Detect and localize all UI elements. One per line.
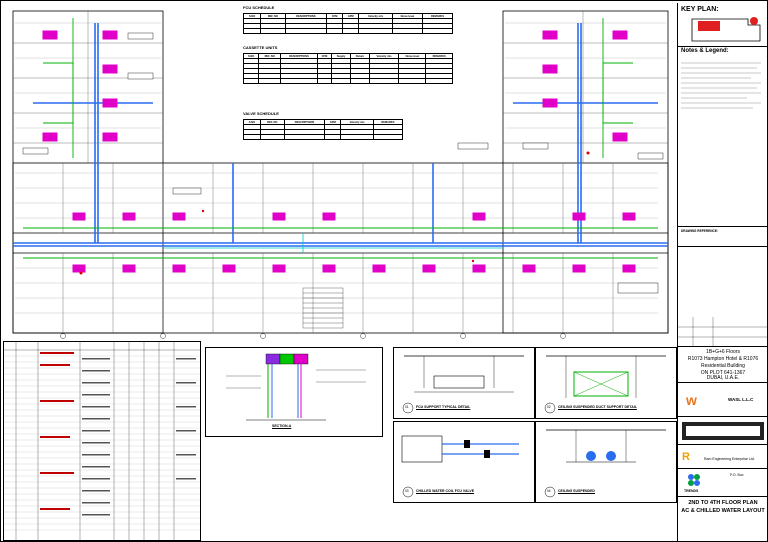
svg-text:R: R <box>682 451 690 462</box>
callout-02: 02 <box>547 405 551 409</box>
client-section: w WASL L.L.C <box>678 383 768 417</box>
drawing-title-line-2: AC & CHILLED WATER LAYOUT <box>681 508 765 514</box>
drawing-title-section: 2ND TO 4TH FLOOR PLAN AC & CHILLED WATER… <box>678 497 768 541</box>
chw-coil-detail: 03 CHILLED WATER COIL FCU VALVE <box>393 421 535 503</box>
drawing-reference-title: DRAWING REFERENCE: <box>681 229 719 233</box>
project-location: DUBAI, U.A.E. <box>706 375 740 381</box>
drawing-title-line-1: 2ND TO 4TH FLOOR PLAN <box>688 500 758 506</box>
ceiling-suspended-detail: 04 CEILING SUSPENDED <box>535 421 677 503</box>
notes-legend-title: Notes & Legend: <box>681 48 729 54</box>
project-line-3: Residential Building <box>701 363 745 369</box>
ducts <box>23 18 658 259</box>
consultant-logo-icon <box>682 422 764 440</box>
project-line-1: 1B+G+6 Floors <box>706 349 740 355</box>
section-a-label: SECTION-A <box>272 424 292 428</box>
rem-logo-icon: R <box>682 451 690 462</box>
notes-legend-section: Notes & Legend: <box>678 47 768 227</box>
callout-03: 03 <box>405 489 409 493</box>
chw-coil-title: CHILLED WATER COIL FCU VALVE <box>416 489 475 493</box>
trends-section: TRENDS P.O. Box <box>678 469 768 497</box>
project-section: 1B+G+6 Floors R1073 Hampton Hotel & R107… <box>678 347 768 383</box>
client-name: WASL L.L.C <box>728 397 754 402</box>
section-a-detail: SECTION-A <box>205 347 383 437</box>
wasl-logo-icon: w <box>685 392 697 408</box>
contractor-name: Ram Engineering Enterprise Ltd. <box>704 457 755 461</box>
consultant-brand: TRENDS <box>684 489 699 493</box>
revisions-section <box>678 247 768 347</box>
callout-01: 01 <box>405 405 409 409</box>
ceiling-suspended-title: CEILING SUSPENDED <box>558 489 595 493</box>
fcu-schedule-title: FCU SCHEDULE <box>243 5 275 10</box>
trends-logo-icon <box>688 474 700 486</box>
chw-pipes <box>13 23 668 247</box>
building-walls <box>12 10 669 334</box>
fcu-support-detail: 01 FCU SUPPORT TYPICAL DETAIL <box>393 347 535 419</box>
cassette-schedule-title: CASSETTE UNITS <box>243 45 278 50</box>
svg-text:w: w <box>685 392 697 408</box>
duct-support-detail: 02 CEILING SUSPENDED DUCT SUPPORT DETAIL <box>535 347 677 419</box>
key-plan-section: KEY PLAN: <box>678 3 768 47</box>
plot-number: ON PLOT 641-1367 <box>700 370 746 376</box>
title-block: KEY PLAN: Notes & Legend: DRAWING REFERE <box>677 3 768 541</box>
valve-schedule-title: VALVE SCHEDULE <box>243 111 279 116</box>
contractor-section: R Ram Engineering Enterprise Ltd. <box>678 445 768 469</box>
duct-support-title: CEILING SUSPENDED DUCT SUPPORT DETAIL <box>558 405 637 409</box>
project-line-2: R1073 Hampton Hotel & R1076 <box>687 356 759 362</box>
equipment-schedule-table <box>3 341 201 541</box>
fcu-support-title: FCU SUPPORT TYPICAL DETAIL <box>416 405 471 409</box>
po-box: P.O. Box <box>730 473 744 477</box>
key-plan-diagram <box>691 17 761 42</box>
key-plan-title: KEY PLAN: <box>681 6 719 13</box>
drawing-reference-section: DRAWING REFERENCE: <box>678 227 768 247</box>
callout-04: 04 <box>547 489 551 493</box>
fcu-units <box>42 30 636 273</box>
consultant-section <box>678 417 768 445</box>
